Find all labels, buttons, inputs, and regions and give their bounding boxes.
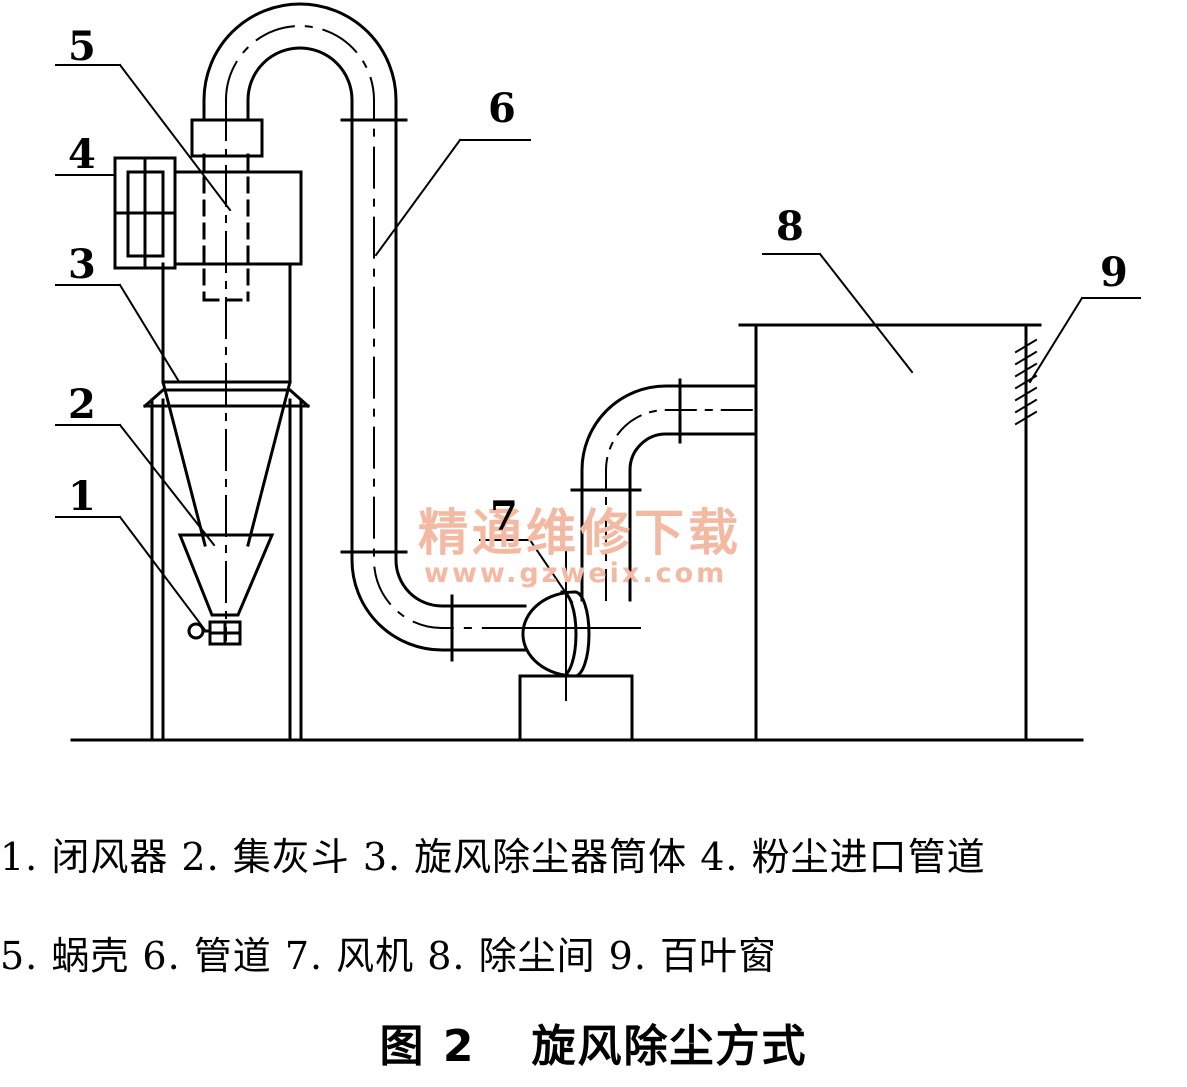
- cyclone-dust-removal-diagram: 精通维修下载 www.gzweix.com 5 4 3 2 1 6 7 8 9: [55, 2, 1141, 742]
- fan-outlet-duct: [570, 378, 758, 602]
- watermark-url: www.gzweix.com: [424, 558, 727, 589]
- dust-inlet-duct: [113, 156, 177, 270]
- figure-number: 图 2: [379, 1021, 476, 1072]
- leader-lines: [55, 63, 1141, 632]
- fan: [484, 549, 641, 742]
- pipe: [202, 2, 527, 662]
- label-4: 4: [68, 131, 96, 178]
- legend-line-1: 1. 闭风器 2. 集灰斗 3. 旋风除尘器筒体 4. 粉尘进口管道: [0, 835, 986, 879]
- louver: [1014, 338, 1038, 426]
- callout-labels: 5 4 3 2 1 6 7 8 9: [68, 23, 1128, 540]
- air-lock: [187, 620, 242, 646]
- legend-line-2: 5. 蜗壳 6. 管道 7. 风机 8. 除尘间 9. 百叶窗: [0, 934, 777, 978]
- label-1: 1: [68, 473, 96, 520]
- label-6: 6: [488, 85, 516, 132]
- watermark-text: 精通维修下载: [418, 504, 742, 562]
- label-2: 2: [68, 381, 96, 428]
- figure-title: 旋风除尘方式: [531, 1021, 808, 1072]
- cyclone-volute-and-body: [161, 170, 303, 384]
- support-frame: [142, 388, 311, 742]
- ash-hopper: [177, 533, 275, 617]
- label-9: 9: [1100, 249, 1128, 296]
- label-3: 3: [68, 241, 96, 288]
- label-5: 5: [68, 23, 96, 70]
- dust-room: [738, 323, 1042, 742]
- cyclone-cone: [161, 380, 292, 547]
- figure-caption: 图 2 旋风除尘方式: [0, 1010, 1187, 1074]
- watermark: 精通维修下载 www.gzweix.com: [418, 504, 742, 589]
- label-8: 8: [776, 203, 804, 250]
- label-7: 7: [490, 493, 518, 540]
